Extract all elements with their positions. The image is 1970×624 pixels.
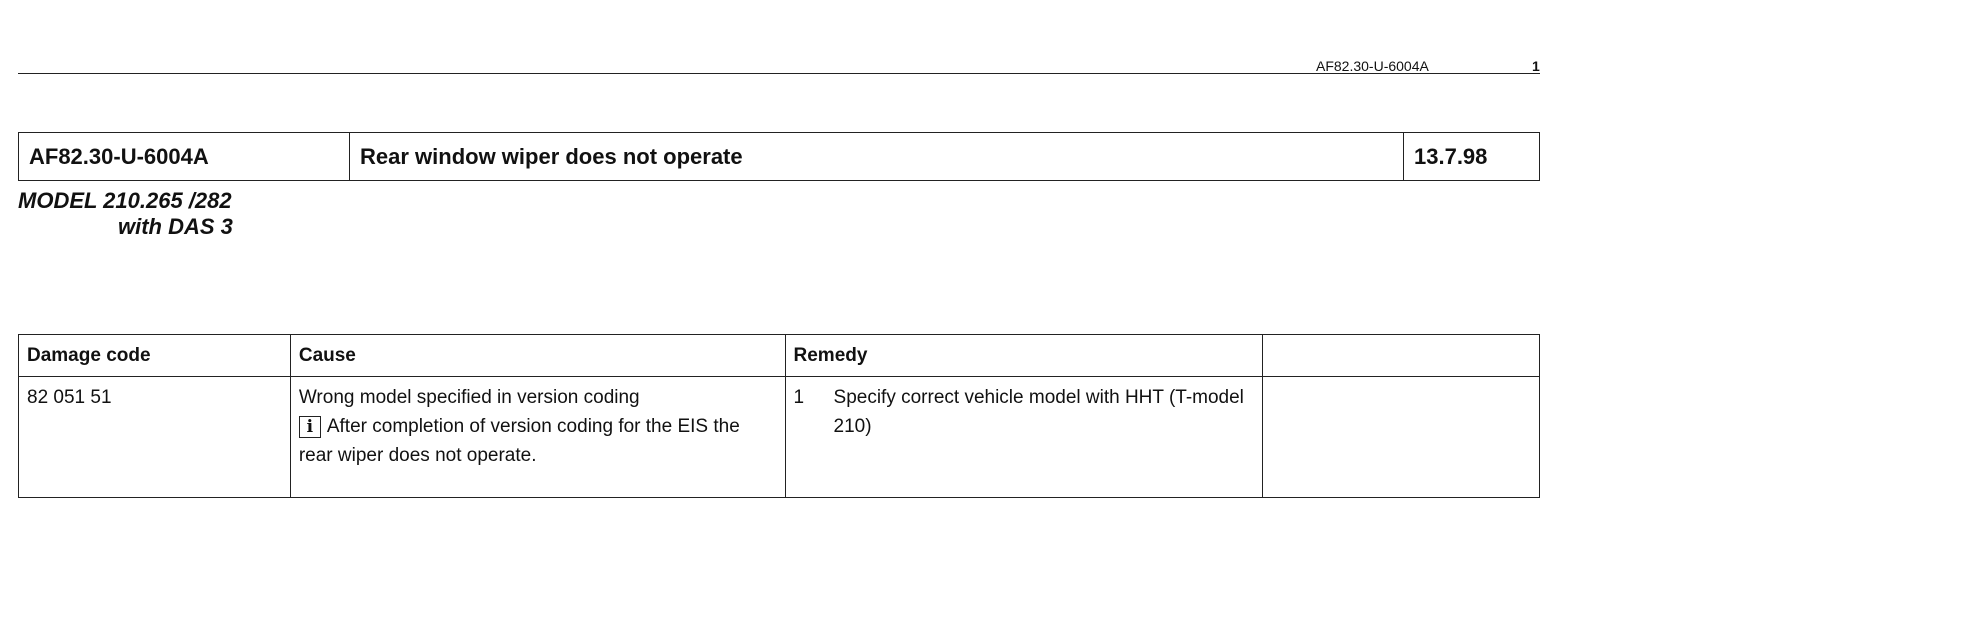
cell-cause: Wrong model specified in version coding … — [289, 376, 786, 498]
col-header-remedy: Remedy — [784, 334, 1264, 377]
model-line-2: with DAS 3 — [118, 214, 233, 239]
table-header-row: Damage code Cause Remedy — [18, 334, 1540, 377]
title-date: 13.7.98 — [1414, 143, 1488, 169]
cause-note: After completion of version coding for t… — [298, 416, 740, 466]
cell-damage-code: 82 051 51 — [18, 376, 291, 498]
title-box: AF82.30-U-6004A Rear window wiper does n… — [18, 132, 1540, 181]
title-description: Rear window wiper does not operate — [350, 133, 1404, 180]
cell-remedy: 1 Specify correct vehicle model with HHT… — [784, 376, 1264, 498]
damage-table: Damage code Cause Remedy 82 051 51 Wrong… — [18, 334, 1540, 498]
header-doc-ref: AF82.30-U-6004A — [1316, 58, 1429, 74]
remedy-step-number: 1 — [793, 387, 805, 408]
model-info: MODEL 210.265 /282 with DAS 3 — [18, 188, 233, 240]
page-number: 1 — [1532, 58, 1540, 74]
model-line-1: MODEL 210.265 /282 — [18, 188, 232, 213]
header-rule — [18, 73, 1540, 74]
col-header-damage-code: Damage code — [18, 334, 291, 377]
cause-main: Wrong model specified in version coding — [298, 387, 640, 408]
remedy-text: Specify correct vehicle model with HHT (… — [833, 387, 1244, 437]
title-code: AF82.30-U-6004A — [19, 133, 350, 180]
col-header-extra — [1262, 334, 1540, 377]
table-row: 82 051 51 Wrong model specified in versi… — [18, 376, 1540, 498]
col-header-cause: Cause — [289, 334, 786, 377]
cell-extra — [1262, 376, 1540, 498]
info-icon: i — [298, 415, 321, 438]
